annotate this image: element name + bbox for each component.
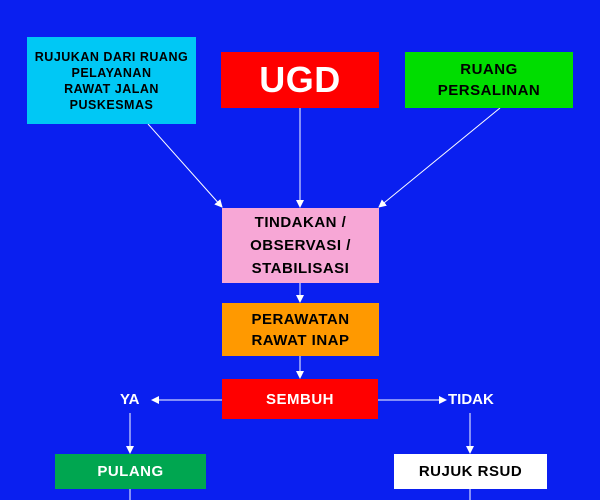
arrow-persalinan-to-tindakan <box>378 107 501 208</box>
label-tidak: TIDAK <box>448 391 494 408</box>
label-ya: YA <box>120 391 140 408</box>
node-pulang: PULANG <box>55 454 206 489</box>
node-rujukan: RUJUKAN DARI RUANG PELAYANAN RAWAT JALAN… <box>27 37 196 124</box>
arrow-rujukan-to-tindakan <box>147 123 223 208</box>
node-perawatan: PERAWATAN RAWAT INAP <box>222 303 379 356</box>
node-ugd: UGD <box>221 52 379 108</box>
node-rujuk-rsud: RUJUK RSUD <box>394 454 547 489</box>
node-sembuh: SEMBUH <box>222 379 378 419</box>
node-tindakan: TINDAKAN / OBSERVASI / STABILISASI <box>222 208 379 283</box>
node-ruang-persalinan: RUANG PERSALINAN <box>405 52 573 108</box>
